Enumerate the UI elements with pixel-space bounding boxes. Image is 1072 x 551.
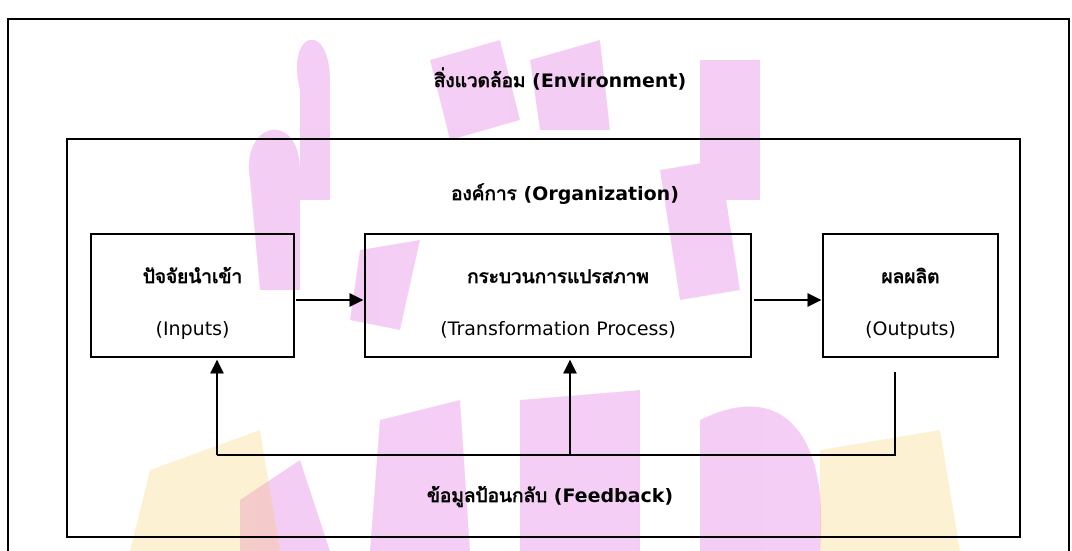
inputs-title: ปัจจัยนำเข้า — [142, 266, 243, 288]
outputs-title: ผลผลิต — [881, 266, 940, 288]
environment-frame — [7, 18, 1070, 551]
feedback-label: ข้อมูลป้อนกลับ (Feedback) — [426, 485, 674, 507]
feedback-loop-line — [217, 372, 896, 456]
process-subtitle: (Transformation Process) — [440, 318, 676, 340]
inputs-subtitle: (Inputs) — [155, 318, 230, 340]
environment-label: สิ่งแวดล้อม (Environment) — [433, 70, 687, 92]
organization-frame — [66, 138, 1021, 538]
process-title: กระบวนการแปรสภาพ — [467, 266, 649, 288]
outputs-subtitle: (Outputs) — [865, 318, 956, 340]
outputs-box — [822, 233, 999, 358]
process-box — [364, 233, 752, 358]
inputs-box — [90, 233, 295, 358]
organization-label: องค์การ (Organization) — [451, 183, 679, 205]
